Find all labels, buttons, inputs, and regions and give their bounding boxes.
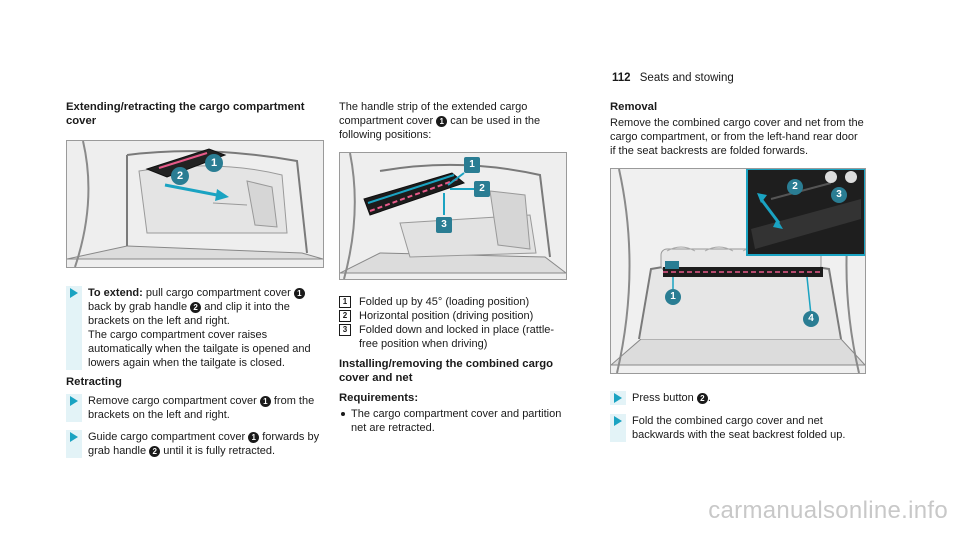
- column-handle-positions: The handle strip of the extended cargo c…: [339, 100, 569, 435]
- step-remove-cover: Remove cargo compartment cover 1 from th…: [66, 394, 324, 422]
- heading-requirements: Requirements:: [339, 392, 419, 404]
- callout-1: 1: [665, 289, 681, 305]
- step-arrow-icon: [614, 393, 622, 403]
- requirement-item: The cargo compartment cover and partitio…: [339, 407, 569, 435]
- step-arrow-icon: [614, 416, 622, 426]
- callout-2: 2: [171, 167, 189, 185]
- callout-4: 4: [803, 311, 819, 327]
- handle-strip-illustration: [340, 153, 566, 279]
- step-text: Fold the combined cargo cover and net ba…: [632, 415, 846, 441]
- step-arrow-icon: [70, 288, 78, 298]
- step-press-button: Press button 2.: [610, 391, 866, 405]
- callout-1: 1: [205, 154, 223, 172]
- section-heading-extend-retract: Extending/retracting the cargo compartme…: [66, 101, 305, 127]
- bullet-icon: [341, 412, 345, 416]
- callout-1: 1: [464, 157, 480, 173]
- heading-removal: Removal: [610, 101, 658, 113]
- combined-cover-illustration: [611, 169, 865, 373]
- step-bar: [66, 286, 82, 370]
- step-fold-backwards: Fold the combined cargo cover and net ba…: [610, 414, 866, 442]
- page-number: 112: [612, 72, 631, 84]
- intro-text: The handle strip of the extended cargo c…: [339, 101, 541, 141]
- step-arrow-icon: [70, 396, 78, 406]
- column-extend-retract: Extending/retracting the cargo compartme…: [66, 100, 324, 458]
- section-title: Seats and stowing: [639, 72, 734, 84]
- step-text: To extend: pull cargo compartment cover …: [88, 286, 324, 328]
- figure-combined-cover-removal: 2 3 1 4: [610, 168, 866, 374]
- step-guide-cover: Guide cargo compartment cover 1 forwards…: [66, 430, 324, 458]
- step-extend: To extend: pull cargo compartment cover …: [66, 286, 324, 370]
- figure-handle-positions: 1 2 3: [339, 152, 567, 280]
- step-text: Guide cargo compartment cover 1 forwards…: [88, 431, 320, 457]
- column-removal: Removal Remove the combined cargo cover …: [610, 100, 866, 442]
- step-text: Press button 2.: [632, 392, 711, 404]
- step-text: Remove cargo compartment cover 1 from th…: [88, 395, 315, 421]
- figure-cargo-cover-extend: 1 2: [66, 140, 324, 268]
- heading-install-remove: Installing/removing the combined cargo c…: [339, 358, 554, 384]
- callout-2: 2: [787, 179, 803, 195]
- callout-3: 3: [831, 187, 847, 203]
- callout-3: 3: [436, 217, 452, 233]
- cargo-cover-illustration: [67, 141, 323, 267]
- removal-text: Remove the combined cargo cover and net …: [610, 117, 864, 157]
- page-header: 112 Seats and stowing: [612, 72, 734, 84]
- step-note: The cargo compartment cover raises autom…: [88, 329, 311, 369]
- watermark: carmanualsonline.info: [708, 497, 948, 524]
- heading-retracting: Retracting: [66, 376, 122, 388]
- callout-2: 2: [474, 181, 490, 197]
- step-arrow-icon: [70, 432, 78, 442]
